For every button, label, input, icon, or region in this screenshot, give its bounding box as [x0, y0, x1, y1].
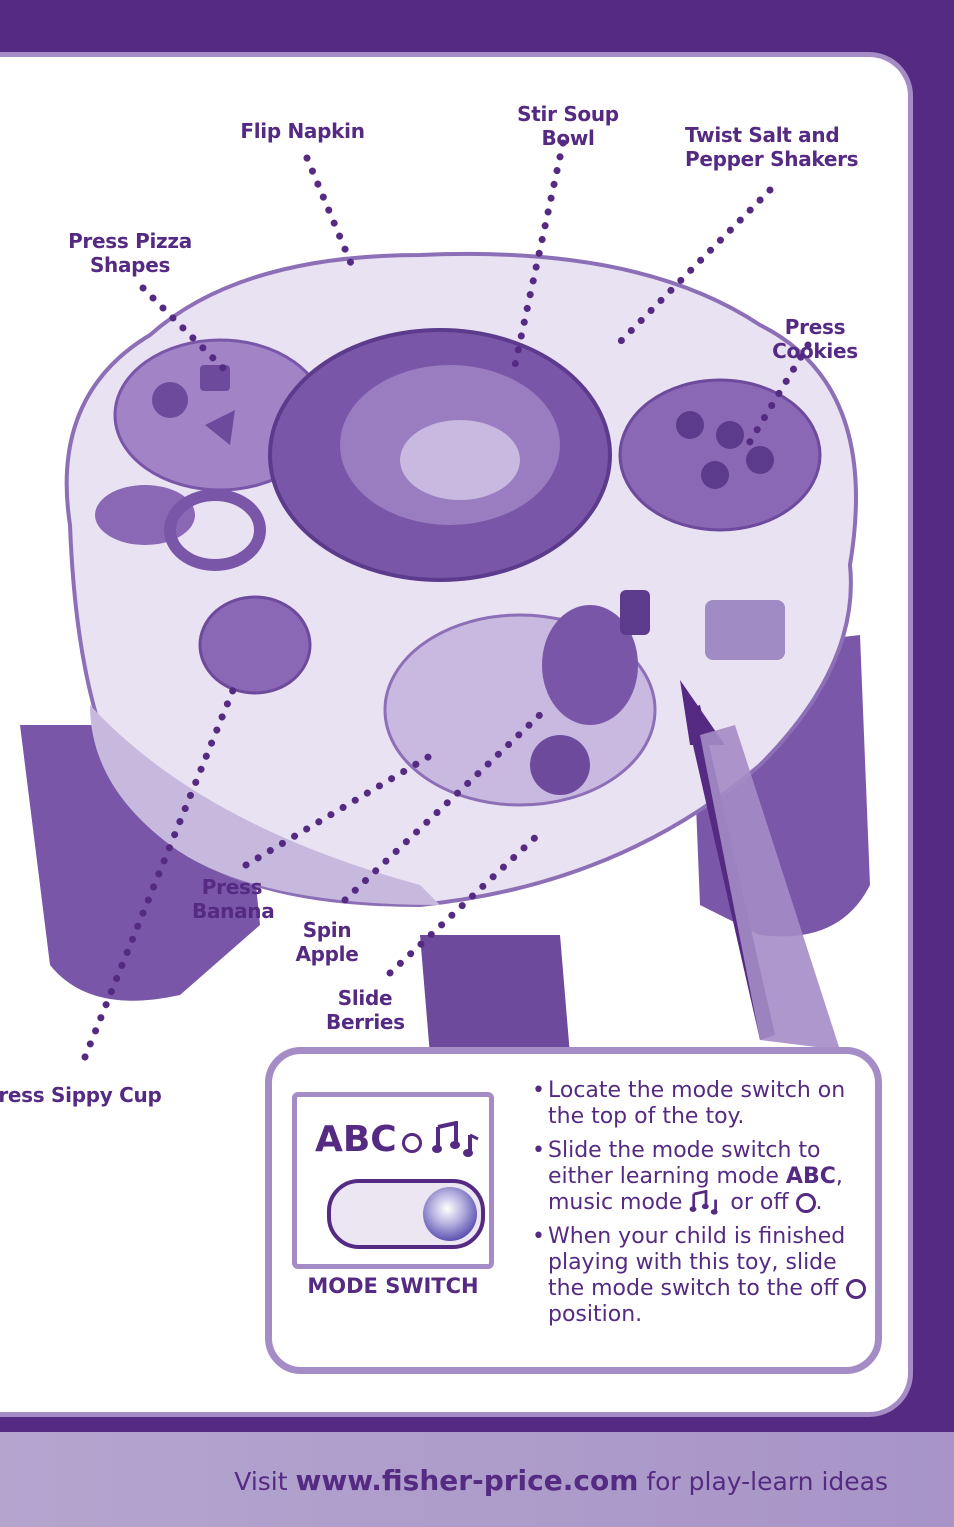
footer-visit: Visit	[234, 1467, 296, 1496]
off-inline-icon	[845, 1279, 866, 1299]
mode-slider-track[interactable]	[327, 1179, 485, 1249]
instruction-item: Locate the mode switch on the top of the…	[532, 1078, 872, 1130]
instruction-list: Locate the mode switch on the top of the…	[532, 1078, 872, 1336]
callout-twist-salt-pepper: Twist Salt and Pepper Shakers	[685, 123, 859, 171]
off-inline-icon	[795, 1193, 816, 1213]
callout-press-cookies: Press Cookies	[772, 315, 858, 363]
footer-url-link[interactable]: www.fisher-price.com	[295, 1464, 639, 1497]
instruction-item: Slide the mode switch to either learning…	[532, 1138, 872, 1216]
activity-table-toy-illustration	[20, 139, 870, 1061]
callout-press-banana: Press Banana	[192, 875, 275, 923]
instruction-text: Locate the mode switch on the top of the…	[548, 1078, 846, 1129]
mode-switch-diagram: ABC	[292, 1092, 494, 1269]
callout-press-pizza-shapes: Press Pizza Shapes	[68, 229, 192, 277]
content-panel: Flip Napkin Stir Soup Bowl Twist Salt an…	[0, 52, 913, 1417]
music-note-inline-icon	[690, 1190, 719, 1215]
callout-press-sippy-cup: Press Sippy Cup	[0, 1083, 162, 1107]
footer-band: Visit www.fisher-price.com for play-lear…	[0, 1432, 954, 1527]
footer-rest: for play-learn ideas	[638, 1467, 888, 1496]
instruction-text: or off	[723, 1190, 796, 1215]
off-position-icon	[402, 1133, 422, 1153]
abc-mode-label: ABC	[315, 1119, 397, 1160]
instruction-text: .	[815, 1190, 823, 1215]
instruction-item: When your child is finished playing with…	[532, 1224, 872, 1328]
instruction-text: When your child is finished playing with…	[548, 1224, 846, 1301]
abc-inline-label: ABC	[785, 1164, 836, 1189]
instruction-text: Slide the mode switch to either learning…	[548, 1138, 821, 1189]
instruction-text: position.	[548, 1302, 643, 1327]
footer-text: Visit www.fisher-price.com for play-lear…	[234, 1464, 888, 1497]
instruction-text: , music mode	[548, 1164, 843, 1215]
mode-switch-caption: MODE SWITCH	[307, 1274, 479, 1298]
callout-spin-apple: Spin Apple	[295, 918, 359, 966]
mode-slider-knob[interactable]	[423, 1187, 477, 1241]
callout-flip-napkin: Flip Napkin	[240, 119, 365, 143]
mode-switch-info-box: ABC MODE SWITCH Locate the mode switch o…	[265, 1047, 882, 1374]
music-note-icon	[432, 1121, 479, 1157]
callout-slide-berries: Slide Berries	[326, 986, 405, 1034]
callout-stir-soup-bowl: Stir Soup Bowl	[517, 102, 619, 150]
